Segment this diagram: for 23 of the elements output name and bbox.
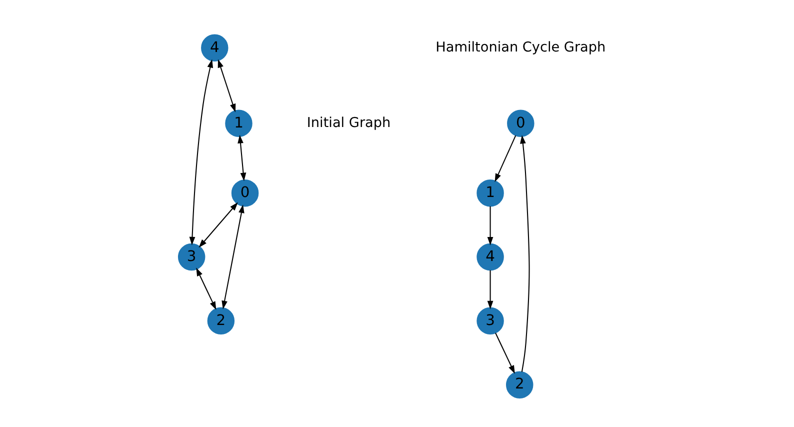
arrow [218, 59, 236, 112]
arrow [495, 332, 515, 374]
arrow [494, 135, 516, 182]
arrow [238, 134, 246, 182]
arrow [520, 135, 530, 372]
node-circle: 0 [231, 179, 259, 207]
node-circle: 1 [476, 179, 504, 207]
node-circle: 1 [225, 110, 252, 137]
node-circle: 4 [476, 243, 504, 271]
arrow [487, 270, 494, 310]
node-circle: 3 [476, 307, 504, 335]
node-circle: 0 [507, 110, 534, 137]
arrow [487, 206, 494, 246]
label: Initial Graph [306, 114, 391, 131]
node-circle: 2 [506, 371, 534, 398]
node-circle: 3 [178, 243, 206, 271]
node-circle: 4 [201, 34, 228, 62]
node-circle: 2 [207, 307, 235, 335]
arrow [196, 268, 216, 310]
arrow [198, 202, 238, 248]
arrow [222, 204, 244, 310]
arrow [189, 59, 214, 246]
label: Hamiltonian Cycle Graph [436, 39, 606, 56]
